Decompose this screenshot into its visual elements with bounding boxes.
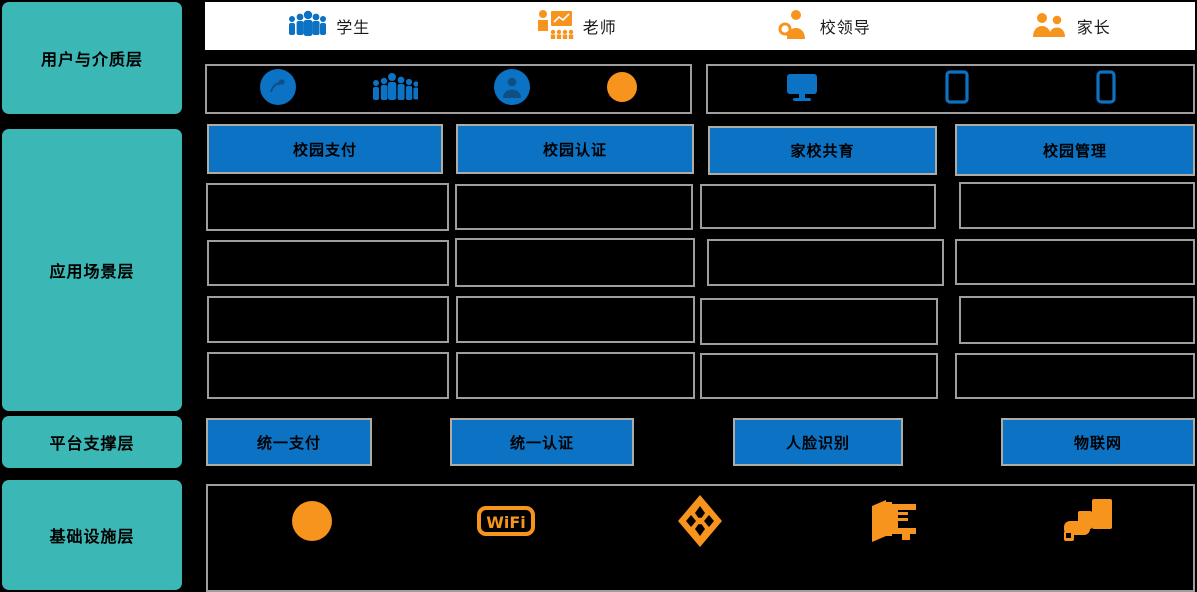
app-column-header-1[interactable]: 校园支付 [207,124,443,174]
platform-card-iot[interactable]: 物联网 [1001,418,1195,466]
app-cell[interactable] [700,353,938,399]
app-cell[interactable] [455,238,695,287]
tablet-icon [945,70,970,108]
media-credential-box [205,64,692,114]
infra-icon-cell[interactable] [252,493,372,553]
teacher-presentation-icon [536,9,574,43]
app-cell[interactable] [207,352,449,399]
app-cell[interactable] [959,296,1195,344]
layer-label-user-media[interactable]: 用户与介质层 [2,2,182,114]
layer-label-infrastructure[interactable]: 基础设施层 [2,480,182,590]
layer-label-text: 平台支撑层 [49,434,135,453]
platform-card-unified-payment[interactable]: 统一支付 [206,418,372,466]
infrastructure-icon-row: WiFi [215,492,1185,554]
user-role-label: 老师 [582,18,617,37]
parents-icon [1032,11,1068,41]
user-role-student[interactable]: 学生 [205,10,453,42]
infra-icon-cell[interactable] [834,493,954,553]
app-cell[interactable] [700,298,938,345]
layer-label-text: 用户与介质层 [40,50,143,69]
app-cell[interactable] [959,182,1195,229]
layer-label-text: 应用场景层 [49,262,135,281]
desktop-monitor-icon [785,72,819,106]
smartphone-icon [1096,70,1116,108]
app-cell[interactable] [955,353,1195,399]
server-stack-icon [1060,497,1116,549]
app-cell[interactable] [700,184,936,229]
user-badge-circle-icon [493,68,531,110]
app-column-header-4[interactable]: 校园管理 [955,124,1195,176]
app-cell[interactable] [456,296,695,343]
user-role-bar: 学生 [205,2,1195,50]
svg-text:WiFi: WiFi [486,513,526,532]
app-cell[interactable] [207,296,449,343]
app-column-header-3[interactable]: 家校共育 [708,126,937,175]
orange-circle-icon [606,71,638,107]
app-cell[interactable] [707,239,944,286]
group-people-icon [287,10,327,42]
platform-card-face-recognition[interactable]: 人脸识别 [733,418,903,466]
network-node-diamond-icon [677,494,723,552]
infra-icon-cell[interactable]: WiFi [446,493,566,553]
infra-icon-cell[interactable] [640,493,760,553]
infra-icon-cell[interactable] [1028,493,1148,553]
orange-circle-icon [291,500,333,546]
layer-label-platform[interactable]: 平台支撑层 [2,416,182,468]
app-cell[interactable] [455,184,693,230]
app-cell[interactable] [207,240,449,286]
wifi-badge-icon: WiFi [477,505,535,541]
user-role-label: 校领导 [819,18,871,37]
app-header-label: 校园管理 [1042,141,1107,160]
user-role-school-leader[interactable]: 校领导 [700,9,948,43]
platform-card-label: 物联网 [1073,433,1122,452]
platform-card-label: 人脸识别 [785,433,850,452]
platform-card-unified-auth[interactable]: 统一认证 [450,418,634,466]
user-role-label: 学生 [336,18,371,37]
app-header-label: 校园认证 [542,140,607,159]
nfc-card-circle-icon [259,68,297,110]
app-header-label: 校园支付 [292,140,357,159]
platform-card-label: 统一支付 [256,433,321,452]
workstation-computer-icon [868,498,920,548]
crowd-people-icon [372,71,419,107]
user-role-parent[interactable]: 家长 [948,11,1196,41]
app-cell[interactable] [955,239,1195,285]
platform-card-label: 统一认证 [509,433,574,452]
layer-label-text: 基础设施层 [49,527,135,546]
app-cell[interactable] [206,183,449,231]
app-header-label: 家校共育 [790,142,855,160]
layer-label-application[interactable]: 应用场景层 [2,129,182,411]
app-column-header-2[interactable]: 校园认证 [456,124,694,174]
user-role-label: 家长 [1076,18,1111,37]
terminal-device-box [706,64,1195,114]
user-role-teacher[interactable]: 老师 [453,9,701,43]
school-leader-icon [777,9,811,43]
app-cell[interactable] [456,352,695,399]
